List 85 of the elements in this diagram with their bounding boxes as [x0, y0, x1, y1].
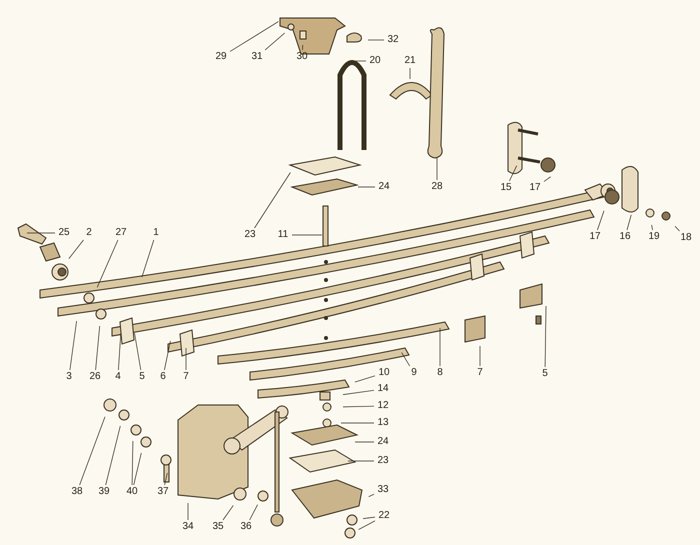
callout-number: 5 — [134, 371, 150, 383]
leader-line — [674, 226, 680, 232]
callout-number: 15 — [498, 182, 514, 194]
leader-line — [651, 224, 653, 230]
callout-number: 34 — [180, 521, 196, 533]
callout-number: 27 — [113, 227, 129, 239]
callout-number: 28 — [429, 181, 445, 193]
leader-line — [68, 240, 84, 259]
leader-line — [164, 340, 171, 370]
leader-line — [340, 422, 374, 424]
leader-line — [264, 32, 286, 50]
callout-number: 2 — [81, 227, 97, 239]
leader-line — [132, 440, 134, 486]
leader-line — [70, 320, 77, 370]
callout-number: 29 — [213, 51, 229, 63]
leader-line — [26, 232, 56, 234]
leader-line — [544, 306, 546, 368]
callout-number: 14 — [375, 383, 391, 395]
callout-number: 39 — [96, 486, 112, 498]
callout-number: 23 — [242, 229, 258, 241]
callout-number: 32 — [385, 34, 401, 46]
leader-line — [597, 210, 604, 230]
callout-number: 10 — [376, 367, 392, 379]
leader-line — [292, 234, 322, 236]
leader-line — [354, 375, 376, 382]
callout-number: 24 — [375, 436, 391, 448]
leader-line — [164, 472, 168, 486]
leader-line — [509, 165, 518, 182]
callout-number: 11 — [275, 229, 291, 241]
leader-line — [230, 21, 279, 52]
leader-line — [342, 390, 374, 395]
callout-number: 20 — [367, 55, 383, 67]
leader-line — [544, 176, 551, 182]
callout-number: 21 — [402, 55, 418, 67]
callout-number: 19 — [646, 231, 662, 243]
callout-number: 38 — [69, 486, 85, 498]
leader-line — [358, 520, 376, 530]
callout-number: 7 — [472, 367, 488, 379]
callout-number: 23 — [375, 455, 391, 467]
callout-number: 37 — [155, 486, 171, 498]
leader-line — [95, 326, 100, 370]
callout-number: 25 — [56, 227, 72, 239]
callout-number: 8 — [432, 367, 448, 379]
callout-number: 3 — [61, 371, 77, 383]
callout-number: 13 — [375, 417, 391, 429]
leader-line — [118, 332, 122, 370]
callout-number: 30 — [294, 51, 310, 63]
leader-line — [368, 494, 374, 498]
callout-number: 12 — [375, 400, 391, 412]
leader-line — [79, 416, 106, 486]
callout-number: 35 — [210, 521, 226, 533]
leader-line — [96, 240, 118, 288]
callout-number: 33 — [375, 484, 391, 496]
leader-line — [222, 505, 234, 520]
leader-line — [142, 240, 154, 278]
callout-number: 36 — [238, 521, 254, 533]
leader-line — [626, 214, 632, 230]
leader-line — [348, 460, 374, 462]
callout-number: 18 — [678, 232, 694, 244]
callout-number: 40 — [124, 486, 140, 498]
leader-line — [358, 186, 376, 188]
callout-number: 5 — [537, 368, 553, 380]
callout-number: 31 — [249, 51, 265, 63]
callout-number: 1 — [148, 227, 164, 239]
callout-number: 9 — [406, 367, 422, 379]
callout-number: 22 — [376, 510, 392, 522]
callout-number: 6 — [155, 371, 171, 383]
leader-line — [105, 426, 121, 486]
leader-line — [436, 158, 438, 180]
callout-number: 26 — [87, 371, 103, 383]
leader-line — [302, 44, 304, 50]
callout-number: 17 — [587, 231, 603, 243]
callout-number: 7 — [178, 371, 194, 383]
callout-number: 16 — [617, 231, 633, 243]
leader-line — [254, 172, 291, 228]
leader-line — [354, 60, 366, 62]
callout-number: 4 — [110, 371, 126, 383]
leader-line — [342, 406, 374, 408]
leader-line — [401, 352, 410, 366]
leader-line — [362, 516, 376, 519]
leader-line — [133, 452, 142, 486]
leader-line — [134, 332, 142, 370]
leader-line — [249, 504, 258, 520]
callout-number: 24 — [376, 181, 392, 193]
callout-number: 17 — [527, 182, 543, 194]
